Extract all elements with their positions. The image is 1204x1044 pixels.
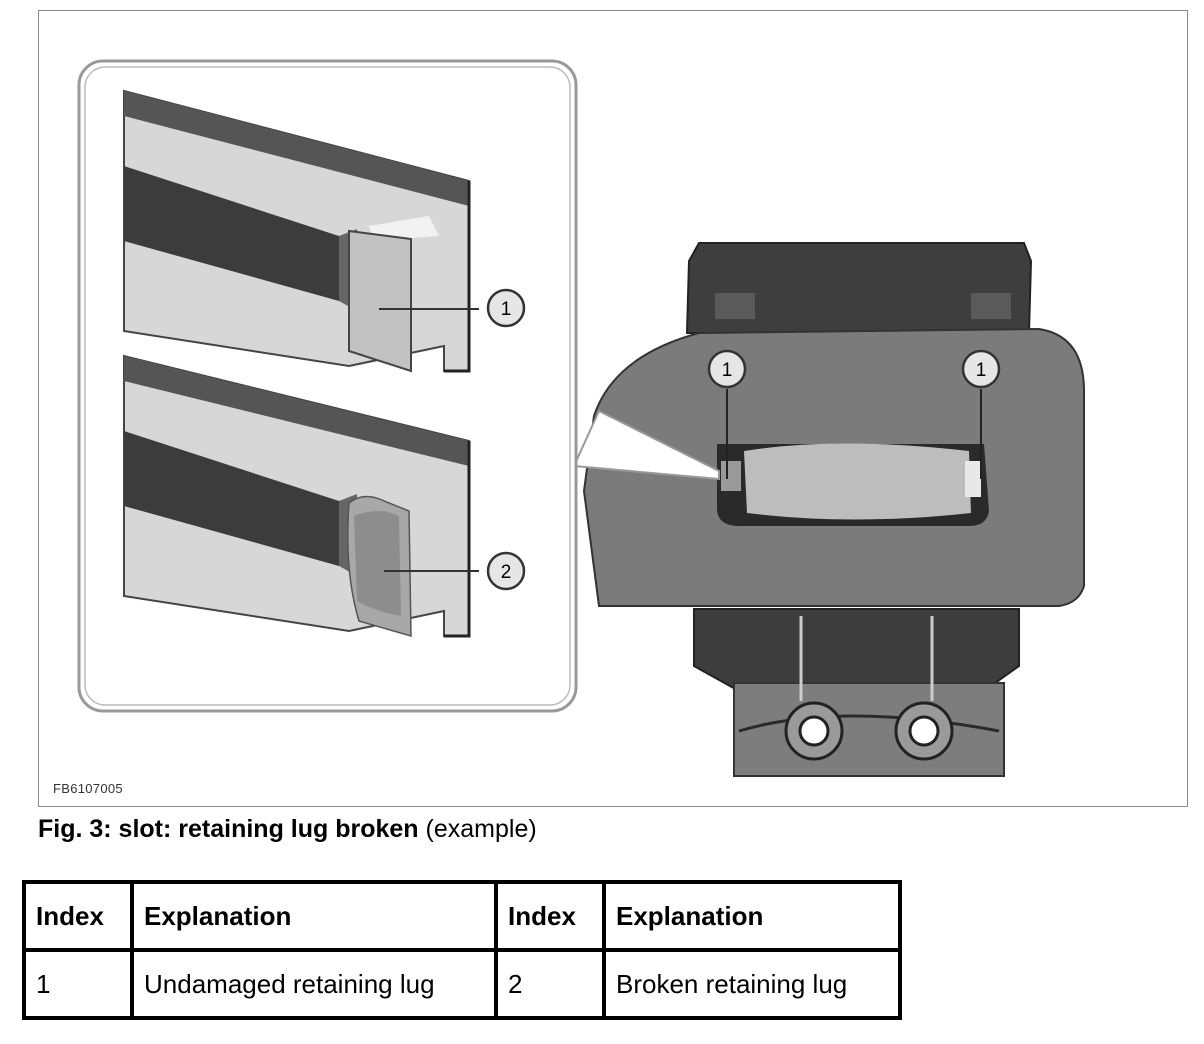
table-row: 1 Undamaged retaining lug 2 Broken retai… (22, 948, 902, 1020)
header-explanation: Explanation (130, 880, 498, 952)
caption-note: (example) (418, 815, 537, 843)
connector-body (582, 242, 1085, 777)
cell-explanation: Broken retaining lug (602, 948, 902, 1020)
header-explanation: Explanation (602, 880, 902, 952)
header-index: Index (494, 880, 606, 952)
cell-index: 2 (494, 948, 606, 1020)
cell-index: 1 (22, 948, 134, 1020)
illustration-drawing (77, 59, 1085, 777)
detail-inset (77, 59, 720, 713)
legend-table: Index Explanation Index Explanation 1 Un… (22, 880, 902, 1020)
caption-title: Fig. 3: slot: retaining lug broken (38, 815, 419, 843)
figure-illustration: 1 2 1 1 FB6107005 (38, 10, 1188, 807)
rail-broken (123, 354, 479, 638)
rail-undamaged (123, 89, 479, 373)
figure-caption: Fig. 3: slot: retaining lug broken (exam… (38, 815, 537, 844)
cell-explanation: Undamaged retaining lug (130, 948, 498, 1020)
figure-code: FB6107005 (53, 781, 123, 796)
header-index: Index (22, 880, 134, 952)
legend-header-row: Index Explanation Index Explanation (22, 880, 902, 952)
